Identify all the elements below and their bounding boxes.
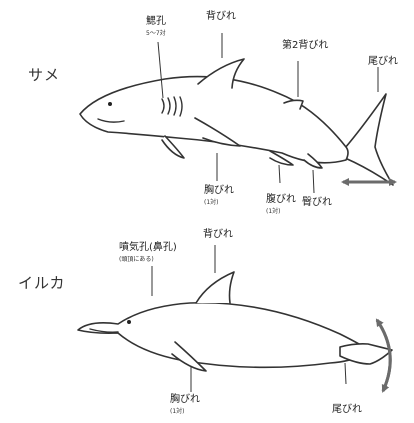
shark-tail-fin	[345, 94, 393, 185]
label-gill-slit: 鰓孔 5〜7対	[146, 16, 166, 38]
label-shark-pectoral-fin: 胸びれ (1対)	[204, 185, 234, 207]
dolphin-dorsal-fin	[196, 272, 234, 303]
shark-body	[80, 77, 348, 163]
label-pelvic-fin: 腹びれ (1対)	[266, 194, 296, 216]
dolphin-title: イルカ	[18, 272, 66, 293]
label-dolphin-tail-fin: 尾びれ	[332, 404, 362, 415]
label-dolphin-dorsal-fin: 背びれ	[203, 229, 233, 240]
shark-illustration	[80, 59, 393, 185]
shark-title: サメ	[28, 64, 60, 85]
label-anal-fin: 臀びれ	[302, 197, 332, 208]
label-shark-tail-fin: 尾びれ	[368, 56, 398, 67]
label-second-dorsal-fin: 第2背びれ	[282, 40, 328, 51]
dolphin-body	[78, 303, 372, 368]
dolphin-illustration	[78, 272, 392, 371]
label-dolphin-pectoral-fin: 胸びれ (1対)	[170, 394, 200, 416]
label-blowhole: 噴気孔(鼻孔) (頭頂にある)	[119, 242, 177, 264]
shark-lower-fin	[162, 136, 184, 158]
label-shark-dorsal-fin: 背びれ	[206, 11, 236, 22]
